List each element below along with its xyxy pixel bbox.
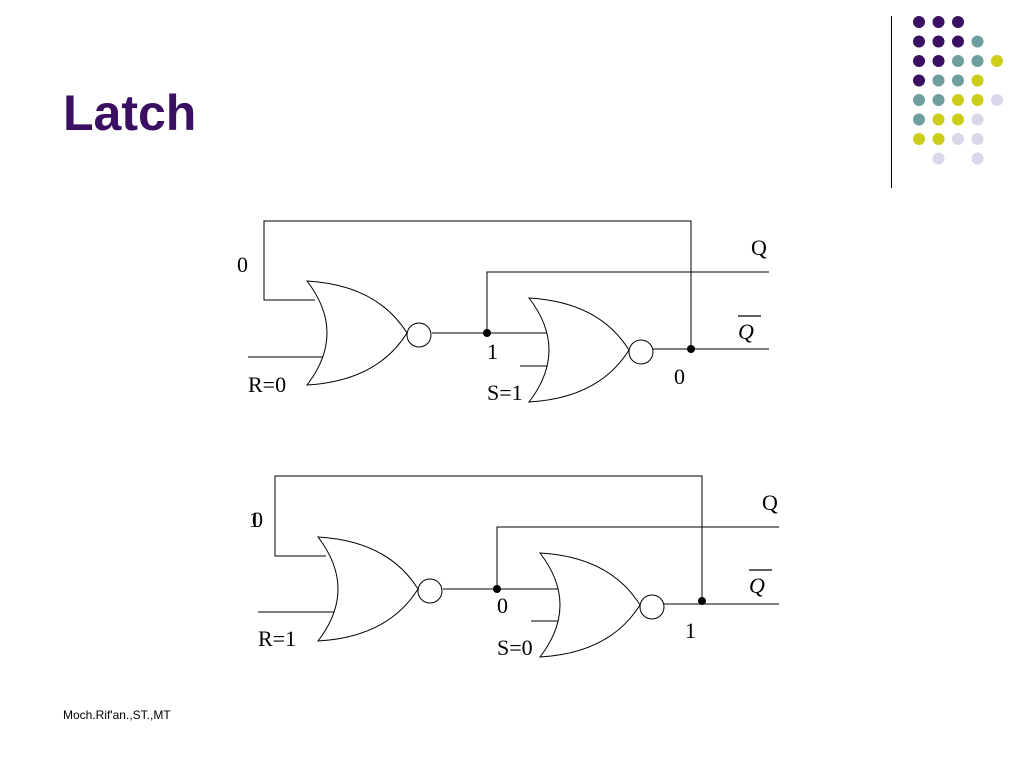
decorative-dot <box>932 16 945 28</box>
decorative-dot <box>913 35 925 48</box>
junction-dot <box>698 597 706 605</box>
nor-gate-2 <box>539 552 665 658</box>
decorative-dot <box>913 74 925 87</box>
decorative-dot <box>991 94 1003 106</box>
s-input-label: S=0 <box>497 635 533 660</box>
output-value-label: 0 <box>674 364 685 389</box>
decorative-dot-grid <box>913 16 1003 165</box>
junction-dot <box>687 345 695 353</box>
decorative-dot <box>932 133 945 145</box>
q-output-wire <box>496 526 779 589</box>
decorative-dot <box>952 133 964 145</box>
latch-circuit-1: 0 R=0 S=1 1 0 Q Q <box>237 220 769 405</box>
decorative-dot <box>952 16 964 28</box>
decorative-dot <box>971 152 984 165</box>
decorative-dot <box>971 35 984 48</box>
decorative-dot <box>971 94 984 106</box>
mid-value-label: 1 <box>487 339 498 364</box>
feedback-wire <box>274 475 703 601</box>
latch-circuit-2: 1 0 R=1 S=0 0 1 Q Q <box>249 475 779 660</box>
q-label: Q <box>762 490 778 515</box>
s-input-label: S=1 <box>487 380 523 405</box>
output-value-label: 1 <box>685 618 696 643</box>
r-input-label: R=0 <box>248 372 286 397</box>
decorative-dot <box>952 35 964 48</box>
mid-value-label: 0 <box>497 593 508 618</box>
footer-author: Moch.Rif'an.,ST.,MT <box>63 708 171 722</box>
decorative-dot <box>932 94 945 106</box>
decorative-dot <box>932 55 945 67</box>
r-input-label: R=1 <box>258 626 296 651</box>
decorative-dot <box>952 113 964 126</box>
decorative-dot <box>913 16 925 28</box>
slide-title: Latch <box>63 85 197 141</box>
nor-gate-1 <box>317 536 443 642</box>
decorative-dot <box>971 74 984 87</box>
decorative-dot <box>991 55 1003 67</box>
q-output-wire <box>486 271 769 333</box>
decorative-dot <box>932 35 945 48</box>
feedback-wire <box>263 220 692 349</box>
q-label: Q <box>751 235 767 260</box>
nor-gate-1 <box>306 280 432 386</box>
decorative-dot <box>952 74 964 87</box>
decorative-divider <box>891 16 892 188</box>
feedback-value-overstrike: 0 <box>252 507 263 532</box>
decorative-dot <box>913 55 925 67</box>
decorative-dot <box>932 74 945 87</box>
decorative-dot <box>913 94 925 106</box>
feedback-value-label: 1 <box>249 507 260 532</box>
decorative-dot <box>952 94 964 106</box>
decorative-dot <box>952 55 964 67</box>
decorative-dot <box>971 113 984 126</box>
decorative-dot <box>971 55 984 67</box>
decorative-dot <box>971 133 984 145</box>
decorative-dot <box>932 113 945 126</box>
decorative-dot <box>913 133 925 145</box>
qbar-label: Q <box>738 319 754 344</box>
qbar-label: Q <box>749 573 765 598</box>
nor-gate-2 <box>528 297 654 403</box>
decorative-dot <box>913 113 925 126</box>
decorative-dot <box>932 152 945 165</box>
feedback-value-label: 0 <box>237 252 248 277</box>
